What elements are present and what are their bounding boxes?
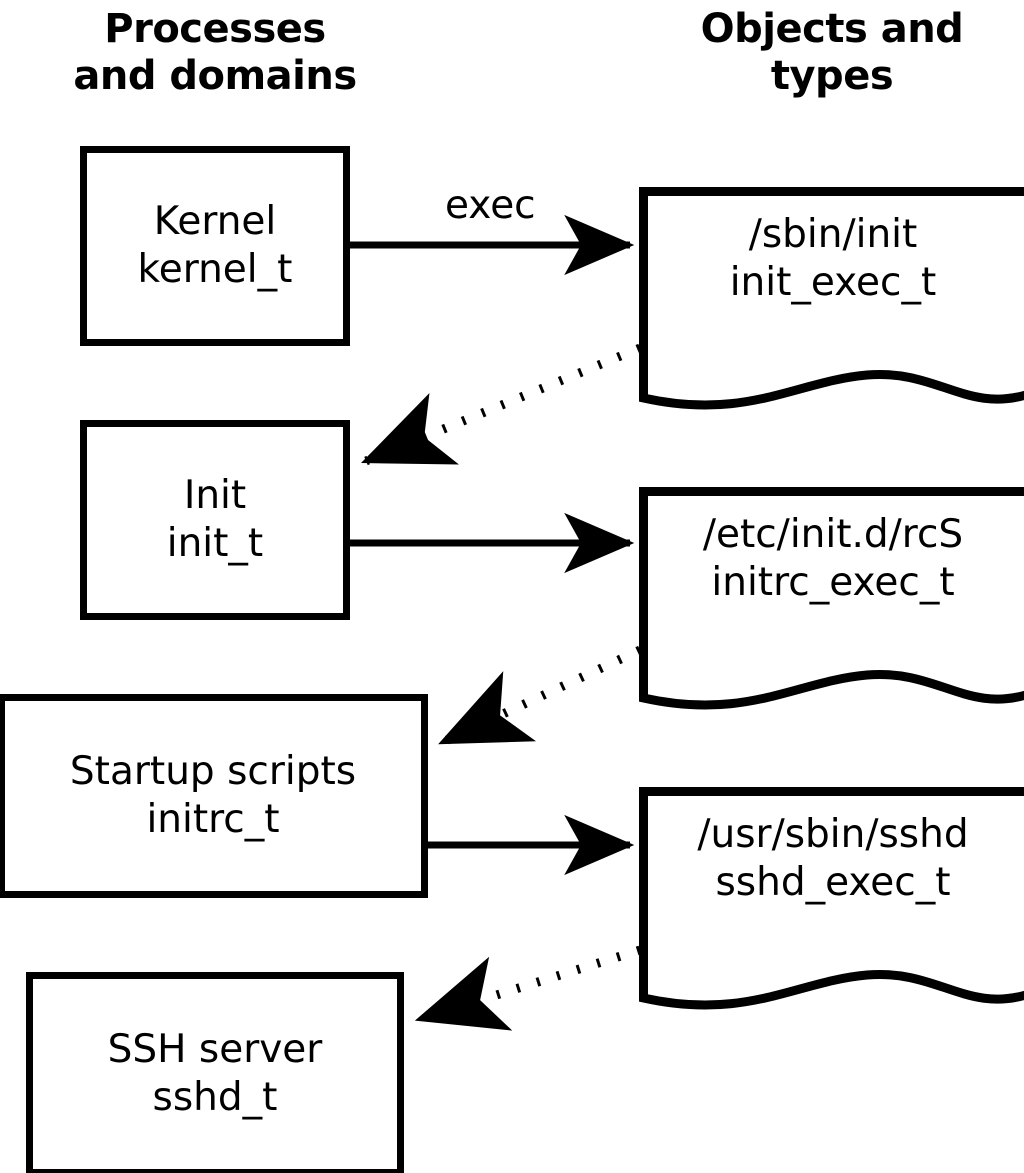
process-box-kernel-type: kernel_t — [137, 247, 293, 292]
process-box-init-name: Init — [183, 473, 247, 519]
edge-init-exec-to-init — [361, 343, 642, 466]
process-box-sshd-name: SSH server — [107, 1027, 323, 1073]
object-doc-initrc-exec[interactable]: /etc/init.d/rcS initrc_exec_t — [637, 485, 1024, 728]
column-header-objects: Objects and types — [700, 6, 964, 100]
edge-label-exec: exec — [445, 183, 536, 228]
object-doc-init-exec[interactable]: /sbin/init init_exec_t — [637, 185, 1024, 428]
process-box-initrc-name: Startup scripts — [69, 749, 357, 795]
process-box-kernel[interactable]: Kernel kernel_t — [80, 146, 350, 346]
object-doc-sshd-exec[interactable]: /usr/sbin/sshd sshd_exec_t — [637, 785, 1024, 1028]
process-box-initrc[interactable]: Startup scripts initrc_t — [0, 694, 428, 898]
column-header-processes: Processes and domains — [73, 6, 357, 100]
process-box-sshd[interactable]: SSH server sshd_t — [26, 972, 404, 1173]
process-box-init[interactable]: Init init_t — [80, 420, 350, 620]
edge-initrc-exec-to-initrc — [438, 645, 642, 747]
process-box-sshd-type: sshd_t — [152, 1075, 278, 1120]
edge-sshd-exec-to-sshd — [414, 945, 642, 1031]
process-box-init-type: init_t — [166, 521, 264, 566]
process-box-initrc-type: initrc_t — [146, 797, 280, 842]
process-box-kernel-name: Kernel — [153, 199, 277, 245]
